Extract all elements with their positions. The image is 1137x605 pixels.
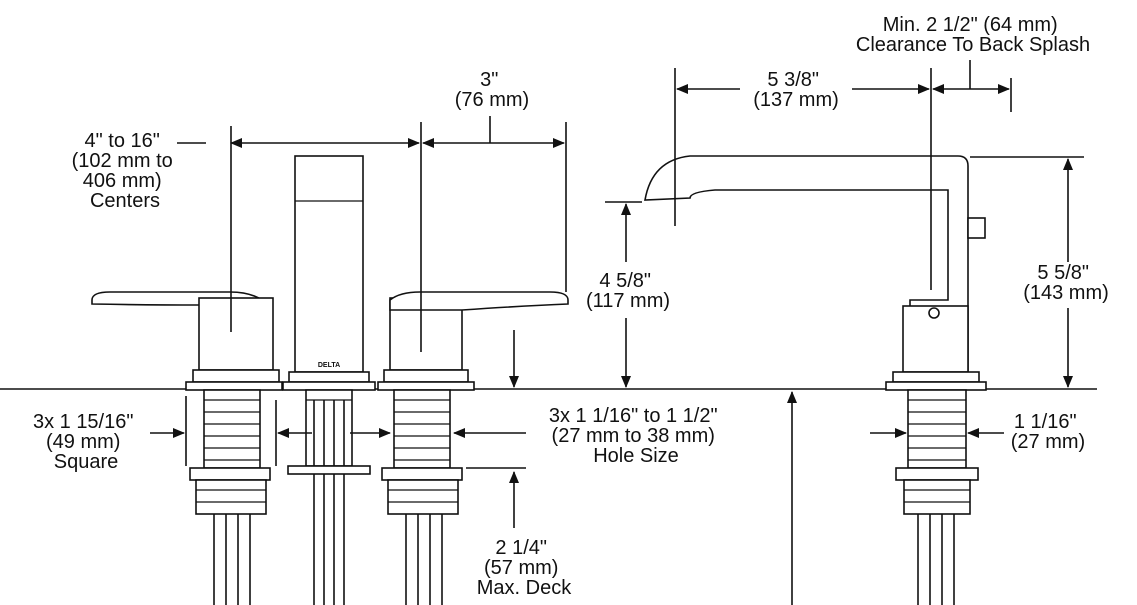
shank-label: 1 1/16" (27 mm) [1011,411,1085,453]
total-height-label: 5 5/8" (143 mm) [1023,262,1109,304]
spout-height-label: 4 5/8" (117 mm) [586,270,670,312]
dimension-lines [150,60,1084,605]
side-faucet [644,155,987,391]
brand-label: DELTA [318,362,340,369]
centers-label: 4" to 16" (102 mm to 406 mm) Centers [72,130,179,212]
max-deck-label: 2 1/4" (57 mm) Max. Deck [477,537,572,599]
square-label: 3x 1 15/16" (49 mm) Square [33,411,139,473]
dimension-labels: 4" to 16" (102 mm to 406 mm) Centers 3" … [33,14,1109,599]
left-handle [91,291,283,391]
right-handle [377,291,569,391]
hole-size-label: 3x 1 1/16" to 1 1/2" (27 mm to 38 mm) Ho… [549,405,723,467]
handle-width-label: 3" (76 mm) [455,69,529,111]
below-deck-shanks [189,389,979,605]
spout-reach-label: 5 3/8" (137 mm) [753,69,839,111]
clearance-label: Min. 2 1/2" (64 mm) Clearance To Back Sp… [856,14,1090,56]
center-body: DELTA [282,155,376,391]
